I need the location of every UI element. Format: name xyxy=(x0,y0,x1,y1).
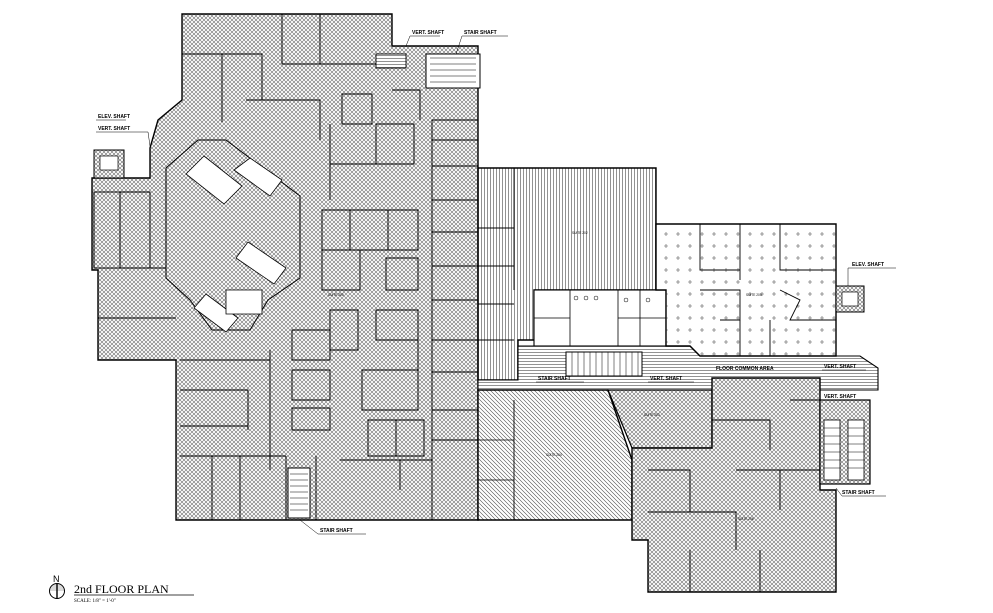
label-vert-shaft-right2: VERT. SHAFT xyxy=(824,394,856,400)
suite-205-area xyxy=(655,223,837,357)
plan-title: 2nd FLOOR PLAN xyxy=(74,582,169,596)
label-stair-shaft-top: STAIR SHAFT xyxy=(464,30,497,36)
vert-shaft-top xyxy=(375,53,407,69)
plan-scale: SCALE: 1/8" = 1'-0" xyxy=(74,599,116,604)
label-elev-shaft-right: ELEV. SHAFT xyxy=(852,262,884,268)
suite-203-206-area xyxy=(607,377,837,593)
label-elev-shaft-left: ELEV. SHAFT xyxy=(98,114,130,120)
label-suite-200: SUITE 200 xyxy=(328,293,344,297)
label-suite-206: SUITE 206 xyxy=(738,517,754,521)
label-suite-203: SUITE 203 xyxy=(644,413,660,417)
label-vert-shaft-right1: VERT. SHAFT xyxy=(824,364,856,370)
label-vert-shaft-mid: VERT. SHAFT xyxy=(650,376,682,382)
restroom-core xyxy=(533,289,667,347)
label-floor-common-area: FLOOR COMMON AREA xyxy=(716,366,774,372)
stair-shaft-bottom xyxy=(287,467,311,519)
label-stair-shaft-mid: STAIR SHAFT xyxy=(538,376,571,382)
suite-204-area xyxy=(477,389,633,521)
suite-200-area xyxy=(91,13,479,521)
stair-shaft-mid xyxy=(565,351,643,377)
north-arrow: N xyxy=(49,574,65,599)
label-stair-shaft-bottom: STAIR SHAFT xyxy=(320,528,353,534)
label-vert-shaft-left: VERT. SHAFT xyxy=(98,126,130,132)
north-label: N xyxy=(53,574,60,584)
label-suite-204: SUITE 204 xyxy=(546,453,562,457)
label-stair-shaft-right: STAIR SHAFT xyxy=(842,490,875,496)
label-suite-205: SUITE 205 xyxy=(746,293,762,297)
label-suite-202: SUITE 202 xyxy=(572,231,588,235)
shaft-labels: VERT. SHAFT STAIR SHAFT ELEV. SHAFT VERT… xyxy=(96,30,896,535)
stair-shaft-top xyxy=(425,53,481,89)
label-vert-shaft-top: VERT. SHAFT xyxy=(412,30,444,36)
